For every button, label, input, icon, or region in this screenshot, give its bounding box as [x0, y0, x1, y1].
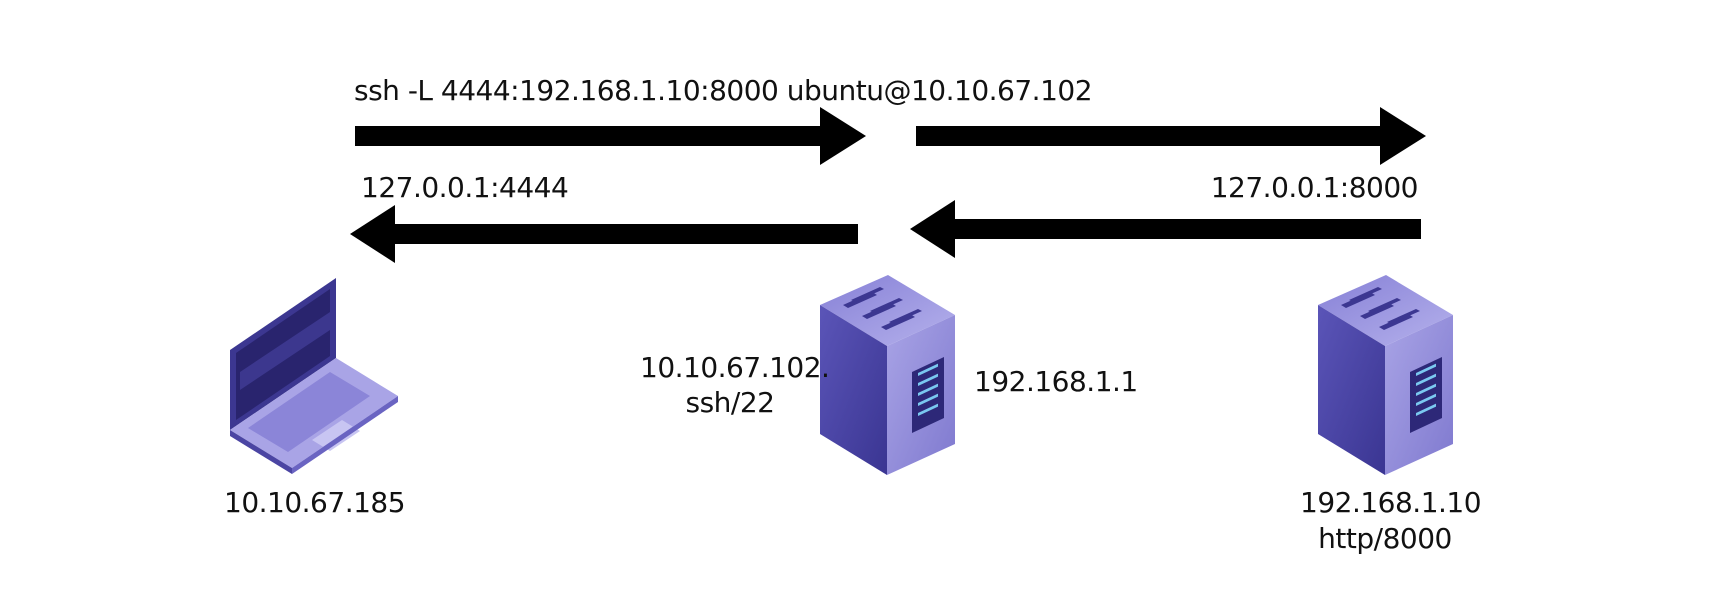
- jump-server-icon: [820, 275, 955, 475]
- response-arrow-target-to-jump: [910, 200, 1421, 258]
- ssh-command-label: ssh -L 4444:192.168.1.10:8000 ubuntu@10.…: [354, 74, 1093, 107]
- laptop-icon: [230, 278, 398, 474]
- response-arrow-jump-to-client: [350, 205, 858, 263]
- local-forward-address-label: 127.0.0.1:4444: [361, 171, 569, 204]
- target-server-icon: [1318, 275, 1453, 475]
- request-arrow-jump-to-target: [916, 107, 1426, 165]
- jump-server-ip-label: 10.10.67.102.: [640, 351, 830, 384]
- client-ip-label: 10.10.67.185: [224, 486, 406, 519]
- request-arrow-client-to-jump: [355, 107, 866, 165]
- jump-server-internal-ip-label: 192.168.1.1: [974, 365, 1138, 398]
- target-server-ip-label: 192.168.1.10: [1300, 486, 1482, 519]
- target-server-service-label: http/8000: [1318, 522, 1452, 555]
- jump-server-service-label: ssh/22: [685, 386, 775, 419]
- remote-forward-address-label: 127.0.0.1:8000: [1210, 171, 1419, 204]
